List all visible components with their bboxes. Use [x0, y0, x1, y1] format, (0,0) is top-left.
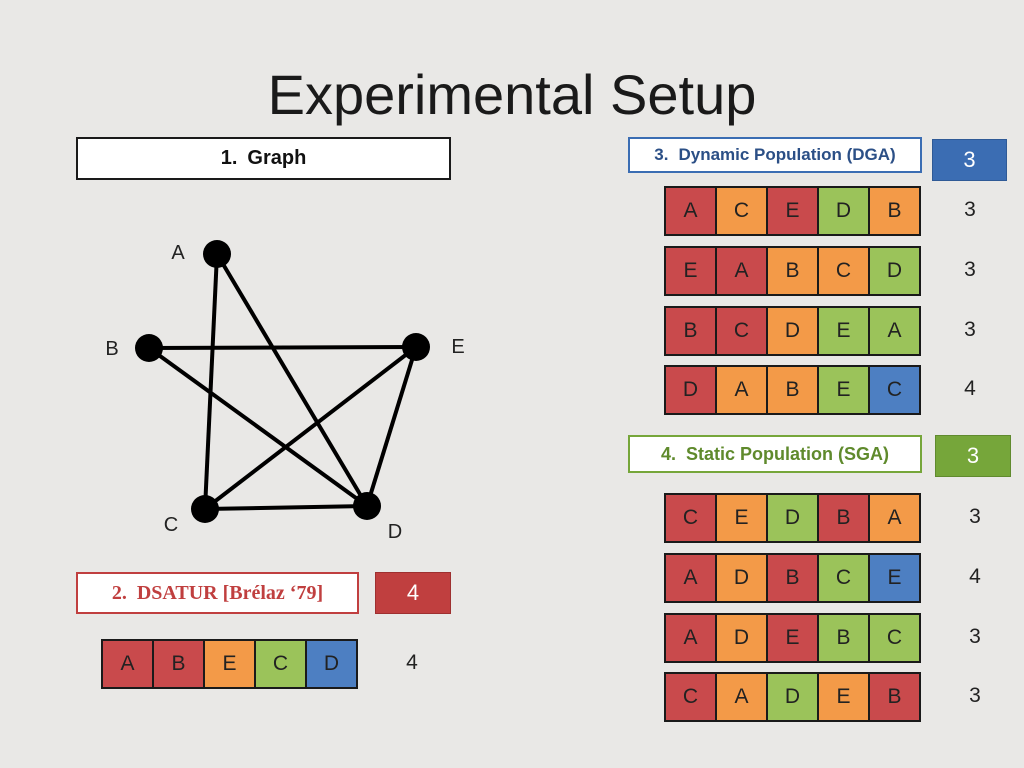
- sga-sequence-cell: E: [717, 495, 766, 541]
- dga-sequence-cell: C: [819, 248, 868, 294]
- dga-sequence-cell: B: [768, 367, 817, 413]
- sga-sequence-cell: A: [666, 615, 715, 661]
- graph-vertex-A: [203, 240, 231, 268]
- dsatur-sequence-score: 4: [406, 651, 418, 674]
- dga-sequence-cell: B: [768, 248, 817, 294]
- dga-sequence-cell: D: [870, 248, 919, 294]
- dga-sequence-cell: E: [666, 248, 715, 294]
- graph-label-number: 1.: [220, 147, 238, 169]
- graph-vertex-E: [402, 333, 430, 361]
- sga-sequence-cell: D: [768, 674, 817, 720]
- dga-sequence-cell: E: [819, 367, 868, 413]
- dsatur-sequence-cell: B: [154, 641, 203, 687]
- dsatur-label-text: DSATUR [Brélaz ‘79]: [136, 581, 324, 604]
- graph-edge-BD: [147, 346, 369, 508]
- dga-sequence-cell: C: [717, 308, 766, 354]
- graph-vertex-label: C: [164, 514, 178, 536]
- graph-label-box: 1. Graph: [76, 137, 451, 180]
- dga-label-number: 3.: [654, 145, 669, 164]
- dga-sequence-cell: A: [870, 308, 919, 354]
- graph-vertex-label: B: [105, 338, 118, 360]
- dga-sequence-cell: D: [768, 308, 817, 354]
- graph-edge-DE: [365, 346, 418, 507]
- dsatur-sequence-cell: D: [307, 641, 356, 687]
- graph-edge-AD: [215, 252, 369, 508]
- dsatur-sequence-cell: C: [256, 641, 305, 687]
- sga-sequence-cell: C: [666, 674, 715, 720]
- dsatur-score-badge: 4: [375, 572, 451, 614]
- dsatur-label-number: 2.: [111, 581, 127, 604]
- slide-title: Experimental Setup: [267, 63, 757, 126]
- sga-sequence-score: 3: [969, 625, 981, 648]
- sga-score-badge: 3: [935, 435, 1011, 477]
- graph-vertex-C: [191, 495, 219, 523]
- sga-sequence-cell: D: [768, 495, 817, 541]
- sga-sequence-cell: A: [870, 495, 919, 541]
- dsatur-label-box: 2. DSATUR [Brélaz ‘79]: [76, 572, 359, 614]
- sga-label-box: 4. Static Population (SGA): [628, 435, 922, 473]
- dga-label-text: Dynamic Population (DGA): [678, 145, 896, 164]
- graph-vertex-label: D: [388, 521, 402, 543]
- graph-edge-BE: [148, 345, 417, 350]
- sga-sequence-score: 4: [969, 565, 981, 588]
- graph-vertex-label: A: [171, 242, 185, 264]
- graph-vertex-D: [353, 492, 381, 520]
- sga-label-text: Static Population (SGA): [686, 443, 890, 464]
- sga-sequence-cell: B: [819, 615, 868, 661]
- dga-score-badge: 3: [932, 139, 1007, 181]
- dga-sequence-cell: C: [870, 367, 919, 413]
- sga-sequence-cell: C: [666, 495, 715, 541]
- sga-sequence-cell: C: [870, 615, 919, 661]
- dga-sequence-cell: C: [717, 188, 766, 234]
- dga-sequence-cell: A: [717, 248, 766, 294]
- dga-sequence-score: 4: [964, 377, 976, 400]
- sga-sequence-cell: E: [819, 674, 868, 720]
- dga-sequence-cell: E: [768, 188, 817, 234]
- graph-vertex-label: E: [451, 336, 464, 358]
- dga-sequence-cell: E: [819, 308, 868, 354]
- dga-sequence-cell: D: [666, 367, 715, 413]
- dsatur-sequence-cell: E: [205, 641, 254, 687]
- dga-sequence-cell: D: [819, 188, 868, 234]
- sga-sequence-cell: B: [819, 495, 868, 541]
- graph-vertex-B: [135, 334, 163, 362]
- graph-label-text: Graph: [247, 147, 307, 169]
- sga-sequence-cell: C: [819, 555, 868, 601]
- sga-sequence-cell: A: [717, 674, 766, 720]
- graph-edge-AC: [203, 253, 219, 510]
- dga-sequence-cell: A: [717, 367, 766, 413]
- dga-label-box: 3. Dynamic Population (DGA): [628, 137, 922, 173]
- dsatur-sequence-cell: A: [103, 641, 152, 687]
- graph-edge-CD: [204, 504, 368, 511]
- sga-sequence-cell: E: [870, 555, 919, 601]
- sga-sequence-score: 3: [969, 684, 981, 707]
- dga-sequence-cell: B: [870, 188, 919, 234]
- sga-label-number: 4.: [660, 443, 676, 464]
- sga-sequence-score: 3: [969, 505, 981, 528]
- sga-sequence-cell: D: [717, 555, 766, 601]
- sga-sequence-cell: B: [768, 555, 817, 601]
- sga-sequence-cell: D: [717, 615, 766, 661]
- sga-sequence-cell: A: [666, 555, 715, 601]
- dga-sequence-cell: B: [666, 308, 715, 354]
- dga-sequence-score: 3: [964, 258, 976, 281]
- sga-sequence-cell: B: [870, 674, 919, 720]
- dga-sequence-score: 3: [964, 198, 976, 221]
- dga-sequence-score: 3: [964, 318, 976, 341]
- dga-sequence-cell: A: [666, 188, 715, 234]
- graph-edge-CE: [203, 345, 418, 511]
- sga-sequence-cell: E: [768, 615, 817, 661]
